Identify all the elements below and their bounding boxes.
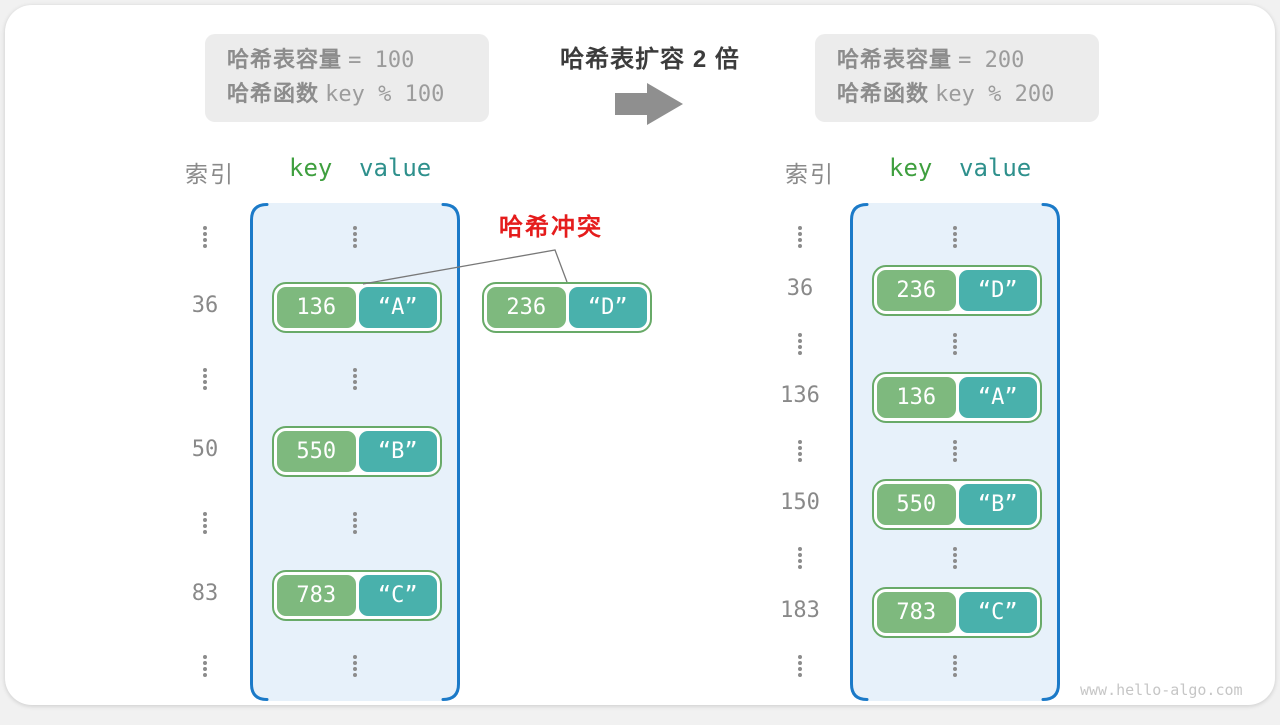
- pair-550-B: 550 “B”: [272, 426, 442, 477]
- ellipsis-dots: [798, 440, 802, 462]
- ellipsis-dots: [953, 547, 957, 569]
- collision-label: 哈希冲突: [499, 214, 603, 241]
- left-key-header: key: [289, 154, 333, 182]
- key-box: 136: [877, 377, 956, 418]
- key-box: 783: [877, 592, 956, 633]
- ellipsis-dots: [353, 368, 357, 390]
- value-box: “B”: [958, 484, 1037, 525]
- key-box: 783: [277, 575, 356, 616]
- ellipsis-dots: [203, 512, 207, 534]
- pair-550-B: 550 “B”: [872, 479, 1042, 530]
- hash-fn-value: key % 100: [325, 82, 445, 107]
- left-index-83: 83: [191, 581, 219, 606]
- capacity-label: 哈希表容量: [837, 47, 953, 72]
- ellipsis-dots: [353, 655, 357, 677]
- capacity-label: 哈希表容量: [227, 47, 343, 72]
- ellipsis-dots: [953, 226, 957, 248]
- pair-783-C: 783 “C”: [272, 570, 442, 621]
- value-box: “C”: [958, 592, 1037, 633]
- key-box: 550: [277, 431, 356, 472]
- pair-236-D-colliding: 236 “D”: [482, 282, 652, 333]
- ellipsis-dots: [953, 440, 957, 462]
- value-box: “B”: [358, 431, 437, 472]
- ellipsis-dots: [798, 333, 802, 355]
- key-box: 136: [277, 287, 356, 328]
- value-box: “A”: [358, 287, 437, 328]
- expand-title: 哈希表扩容 2 倍: [560, 46, 740, 73]
- hash-fn-line: 哈希函数 key % 200: [837, 77, 1099, 111]
- right-value-header: value: [959, 154, 1032, 182]
- left-index-36: 36: [191, 293, 219, 318]
- hash-fn-label: 哈希函数: [837, 81, 930, 106]
- value-box: “D”: [568, 287, 647, 328]
- bucket-bracket-icon: [250, 203, 460, 701]
- right-index-150: 150: [780, 490, 820, 515]
- hash-fn-label: 哈希函数: [227, 81, 320, 106]
- ellipsis-dots: [798, 547, 802, 569]
- value-box: “C”: [358, 575, 437, 616]
- right-index-36: 36: [786, 276, 814, 301]
- capacity-info-after: 哈希表容量 = 200 哈希函数 key % 200: [815, 34, 1099, 122]
- capacity-line: 哈希表容量 = 200: [837, 43, 1099, 77]
- pair-136-A: 136 “A”: [272, 282, 442, 333]
- right-index-183: 183: [780, 598, 820, 623]
- ellipsis-dots: [353, 512, 357, 534]
- ellipsis-dots: [798, 226, 802, 248]
- key-box: 236: [487, 287, 566, 328]
- pair-236-D: 236 “D”: [872, 265, 1042, 316]
- ellipsis-dots: [798, 655, 802, 677]
- hash-fn-line: 哈希函数 key % 100: [227, 77, 489, 111]
- watermark: www.hello-algo.com: [1080, 681, 1243, 699]
- pair-136-A: 136 “A”: [872, 372, 1042, 423]
- capacity-line: 哈希表容量 = 100: [227, 43, 489, 77]
- hash-fn-value: key % 200: [935, 82, 1055, 107]
- key-box: 550: [877, 484, 956, 525]
- left-index-header: 索引: [185, 161, 235, 187]
- arrow-right-icon: [615, 83, 683, 125]
- right-index-136: 136: [780, 383, 820, 408]
- value-box: “D”: [958, 270, 1037, 311]
- right-index-header: 索引: [785, 161, 835, 187]
- bucket-bracket-icon: [850, 203, 1060, 701]
- value-box: “A”: [958, 377, 1037, 418]
- left-value-header: value: [359, 154, 432, 182]
- pair-783-C: 783 “C”: [872, 587, 1042, 638]
- ellipsis-dots: [953, 655, 957, 677]
- capacity-value: = 200: [958, 48, 1025, 73]
- right-key-header: key: [889, 154, 933, 182]
- capacity-value: = 100: [348, 48, 415, 73]
- ellipsis-dots: [203, 655, 207, 677]
- ellipsis-dots: [953, 333, 957, 355]
- ellipsis-dots: [353, 226, 357, 248]
- ellipsis-dots: [203, 226, 207, 248]
- key-box: 236: [877, 270, 956, 311]
- capacity-info-before: 哈希表容量 = 100 哈希函数 key % 100: [205, 34, 489, 122]
- left-index-50: 50: [191, 437, 219, 462]
- ellipsis-dots: [203, 368, 207, 390]
- diagram-card: 哈希表容量 = 100 哈希函数 key % 100 哈希表扩容 2 倍 哈希表…: [5, 5, 1275, 705]
